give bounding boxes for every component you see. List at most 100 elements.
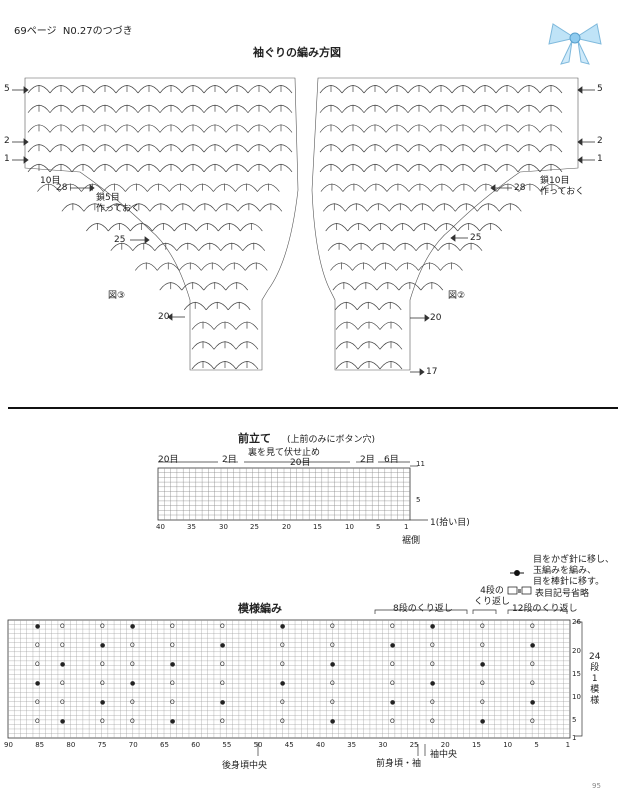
stitch-symbol: O bbox=[130, 718, 135, 725]
stitch-symbol: O bbox=[530, 623, 535, 630]
stitch-symbol: ● bbox=[280, 680, 285, 687]
stitch-symbol: O bbox=[430, 642, 435, 649]
band-width-label: 20目 bbox=[158, 455, 179, 465]
axis-tick: 20 bbox=[440, 741, 450, 749]
stitch-symbol: ● bbox=[100, 699, 105, 706]
front-band-title: 前立て bbox=[238, 432, 271, 445]
stitch-symbol: O bbox=[480, 642, 485, 649]
axis-tick: 20 bbox=[282, 523, 291, 531]
row-label: 5 bbox=[4, 84, 10, 94]
stitch-symbol: ● bbox=[170, 718, 175, 725]
stitch-symbol: O bbox=[60, 623, 65, 630]
front-band-subtitle: (上前のみにボタン穴) bbox=[287, 435, 376, 445]
stitch-symbol: O bbox=[60, 680, 65, 687]
stitch-label: 10目 bbox=[40, 176, 61, 186]
chain-note: 鎖10目作っておく bbox=[540, 176, 585, 197]
axis-tick: 55 bbox=[222, 741, 232, 749]
band-row-mark: 5 bbox=[416, 496, 421, 504]
stitch-symbol: O bbox=[480, 680, 485, 687]
stitch-symbol: O bbox=[220, 680, 225, 687]
legend-text: 目をかぎ針に移し、玉編みを編み、目を棒針に移す。 bbox=[533, 555, 615, 587]
axis-tick: 35 bbox=[347, 741, 357, 749]
stitch-symbol: ● bbox=[100, 642, 105, 649]
legend-note: 表目記号省略 bbox=[535, 589, 590, 599]
stitch-symbol: ● bbox=[390, 699, 395, 706]
row-label: 1 bbox=[597, 154, 603, 164]
armhole-title: 袖ぐりの編み方図 bbox=[253, 46, 341, 59]
stitch-symbol: O bbox=[100, 718, 105, 725]
row-label: 28 bbox=[514, 183, 526, 193]
page-reference: 69ページ N0.27のつづき bbox=[14, 26, 133, 37]
row-number: 20 bbox=[572, 647, 581, 655]
axis-tick: 35 bbox=[187, 523, 196, 531]
stitch-symbol: ● bbox=[60, 661, 65, 668]
row-label: 17 bbox=[426, 367, 438, 377]
stitch-symbol: O bbox=[280, 642, 285, 649]
stitch-symbol: O bbox=[170, 623, 175, 630]
chain-note: 鎖5目作っておく bbox=[96, 193, 141, 214]
band-width-label: 2目 bbox=[222, 455, 237, 465]
stitch-symbol: O bbox=[170, 680, 175, 687]
front-sleeve-label: 前身頃・袖 bbox=[376, 759, 422, 769]
stitch-symbol: O bbox=[530, 661, 535, 668]
stitch-symbol: O bbox=[530, 718, 535, 725]
stitch-symbol: O bbox=[480, 699, 485, 706]
stitch-symbol: ● bbox=[130, 680, 135, 687]
sleeve-center-label: 袖中央 bbox=[430, 750, 458, 760]
row-label: 25 bbox=[114, 235, 126, 245]
axis-tick: 15 bbox=[313, 523, 322, 531]
legend-symbols bbox=[507, 570, 532, 595]
stitch-symbol: ● bbox=[390, 642, 395, 649]
axis-tick: 1 bbox=[404, 523, 409, 531]
stitch-symbol: O bbox=[330, 680, 335, 687]
axis-tick: 50 bbox=[253, 741, 263, 749]
stitch-symbol: ● bbox=[170, 661, 175, 668]
stitch-symbol: O bbox=[390, 718, 395, 725]
axis-tick: 25 bbox=[250, 523, 259, 531]
stitch-symbol: ● bbox=[530, 642, 535, 649]
stitch-symbol: O bbox=[130, 661, 135, 668]
axis-tick: 65 bbox=[160, 741, 169, 749]
stitch-symbol: O bbox=[280, 699, 285, 706]
axis-tick: 40 bbox=[316, 741, 325, 749]
page-number: 95 bbox=[592, 782, 601, 790]
axis-tick: 40 bbox=[156, 523, 165, 531]
stitch-symbol: O bbox=[35, 718, 40, 725]
stitch-symbol: O bbox=[330, 699, 335, 706]
stitch-symbol: O bbox=[390, 680, 395, 687]
stitch-symbol: ● bbox=[480, 718, 485, 725]
band-row-mark: 11 bbox=[416, 460, 425, 468]
stitch-symbol: O bbox=[170, 699, 175, 706]
bind-off-note: 裏を見て伏せ止め bbox=[248, 448, 321, 458]
stitch-symbol: O bbox=[530, 680, 535, 687]
stitch-symbol: ● bbox=[35, 623, 40, 630]
stitch-symbol: O bbox=[220, 623, 225, 630]
stitch-symbol: ● bbox=[330, 661, 335, 668]
repeat-label: 12段のくり返し bbox=[512, 604, 578, 614]
row-label: 28 bbox=[56, 183, 68, 193]
axis-tick: 30 bbox=[219, 523, 228, 531]
stitch-symbol: O bbox=[220, 661, 225, 668]
axis-tick: 60 bbox=[191, 741, 201, 749]
row-label: 2 bbox=[4, 136, 10, 146]
stitch-symbol: O bbox=[100, 661, 105, 668]
hem-side-label: 裾側 bbox=[402, 536, 421, 546]
axis-tick: 15 bbox=[472, 741, 481, 749]
stitch-symbol: ● bbox=[220, 642, 225, 649]
row-arrows bbox=[12, 86, 595, 376]
back-center-label: 後身頃中央 bbox=[222, 761, 268, 771]
figure-label: 図② bbox=[448, 291, 466, 301]
front-band-chart bbox=[157, 461, 428, 521]
stitch-symbol: O bbox=[390, 661, 395, 668]
repeat-label: 4段のくり返し bbox=[474, 586, 511, 607]
axis-tick: 80 bbox=[66, 741, 76, 749]
armhole-chart-right bbox=[311, 77, 579, 371]
stitch-symbol: O bbox=[60, 699, 65, 706]
stitch-symbol: O bbox=[430, 718, 435, 725]
stitch-symbol: O bbox=[130, 642, 135, 649]
axis-tick: 90 bbox=[4, 741, 13, 749]
axis-tick: 30 bbox=[378, 741, 388, 749]
row-label: 5 bbox=[597, 84, 603, 94]
stitch-symbol: ● bbox=[35, 680, 40, 687]
